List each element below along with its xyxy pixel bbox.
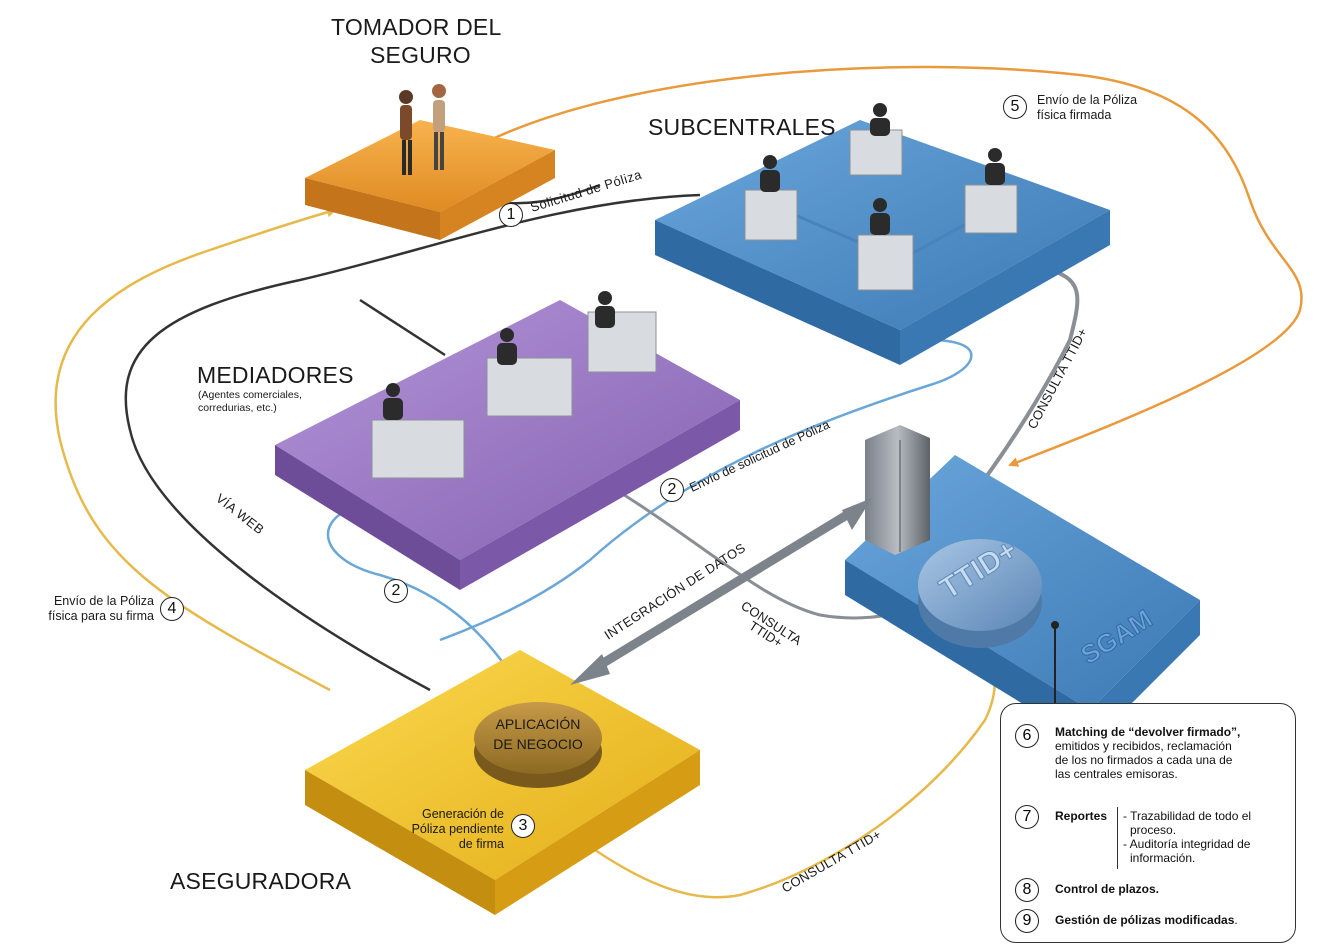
legend-8-title: Control de plazos. [1055,882,1160,896]
legend-7-title: Reportes [1055,809,1108,823]
legend-6-title: Matching de “devolver firmado”, [1055,725,1241,739]
label-consulta-bottom: CONSULTA TTID+ [779,827,884,896]
legend-9-badge: 9 [1015,909,1039,933]
legend-8-badge: 8 [1015,878,1039,902]
desk-icon [744,129,1018,291]
integracion-arrow [570,498,872,685]
mediadores-subtitle-1: (Agentes comerciales, [198,389,302,401]
step-4-badge: 4 [160,597,184,621]
aseguradora-title: ASEGURADORA [170,868,352,894]
tomador-title-line1: TOMADOR DEL [331,14,502,40]
step-3-badge: 3 [511,814,535,838]
step-3-text-2: Póliza pendiente [411,822,504,836]
flow-line-consulta-aseguradora [594,648,998,899]
legend-7-line2: proceso. [1130,823,1177,837]
step-4-text-2: física para su firma [48,609,154,623]
mediadores-subtitle-2: corredurias, etc.) [198,402,277,414]
step-5-text-1: Envío de la Póliza [1037,93,1138,107]
legend-7-bracket [1117,807,1118,869]
step-4-text-1: Envío de la Póliza [53,594,154,608]
step-2a-badge: 2 [660,478,684,502]
people-icon [399,84,446,175]
flow-line-tomador-mediadores [359,298,446,357]
legend-7-badge: 7 [1015,805,1039,829]
sgam-platform [845,425,1200,745]
subcentrales-platform [655,103,1110,365]
flow-line-step4 [54,207,337,692]
legend-6-line4: las centrales emisoras. [1055,767,1178,781]
legend-box: 6 Matching de “devolver firmado”, emitid… [1000,703,1296,943]
legend-7-line3: - Auditoría integridad de [1123,837,1251,851]
aplicacion-disc [474,702,602,788]
legend-9-tail: . [1234,913,1238,927]
legend-7-line1: - Trazabilidad de todo el [1123,809,1252,823]
step-3-text-1: Generación de [421,807,504,821]
ttid-disc [918,539,1042,648]
aseguradora-platform [305,650,700,915]
legend-9-title: Gestión de pólizas modificadas [1055,913,1235,927]
step-5-text-2: física firmada [1037,108,1112,122]
desk-icon [371,311,657,479]
subcentrales-title: SUBCENTRALES [648,114,836,140]
legend-6-badge: 6 [1015,724,1039,748]
label-consulta-right: CONSULTA TTID+ [1024,325,1090,431]
flow-line-consulta-subcentrales [963,268,1080,507]
flow-line-step5 [469,65,1303,467]
tomador-platform [305,84,555,240]
step-5-badge: 5 [1003,95,1027,119]
legend-6-line3: de los no firmados a cada una de [1055,753,1233,767]
step-2b-badge: 2 [384,579,408,603]
aplicacion-label-2: DE NEGOCIO [493,736,583,752]
flow-line-step2a [439,338,973,642]
flow-line-step2b [326,503,524,692]
server-icon [865,425,930,555]
step-3-text-3: de firma [458,837,504,851]
mediadores-title: MEDIADORES [197,362,354,388]
legend-7-line4: información. [1130,851,1196,865]
step-1-badge: 1 [499,203,523,227]
legend-6-line2: emitidos y recibidos, reclamación [1055,739,1232,753]
label-via-web: VÍA WEB [213,491,267,538]
aplicacion-label-1: APLICACIÓN [495,716,581,732]
mediadores-platform [275,291,740,590]
tomador-title-line2: SEGURO [370,42,471,68]
